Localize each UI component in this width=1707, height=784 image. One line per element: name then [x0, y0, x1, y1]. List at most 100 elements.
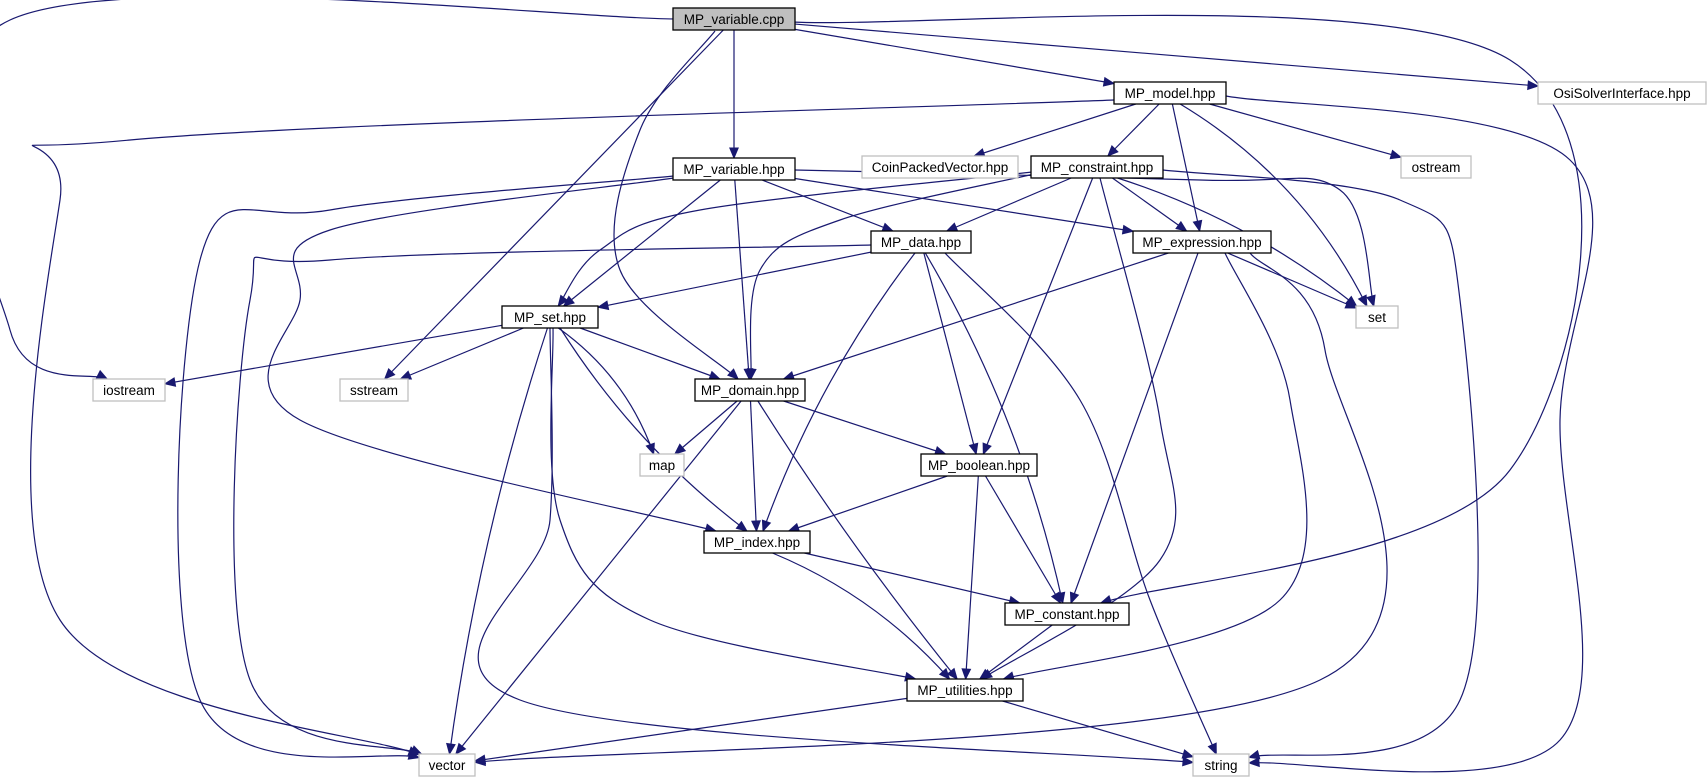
node-string: string: [1192, 753, 1250, 777]
dependency-arrowheads: [95, 76, 1540, 768]
node-iostream: iostream: [92, 378, 166, 402]
arrowhead-mp_constraint_hpp-to-mp_data_hpp: [945, 222, 959, 232]
node-mp-index-hpp[interactable]: MP_index.hpp: [703, 530, 811, 554]
arrowhead-mp_data_hpp-to-string: [1207, 742, 1217, 756]
edge-mp_model_hpp-to-mp_constraint_hpp: [1107, 103, 1160, 157]
edge-mp_data_hpp-to-mp_index_hpp: [762, 252, 916, 532]
node-label: MP_set.hpp: [514, 310, 586, 325]
node-map: map: [639, 453, 685, 477]
node-label: iostream: [103, 383, 155, 398]
node-label: MP_expression.hpp: [1142, 235, 1261, 250]
arrowhead-mp_model_hpp-to-mp_expression_hpp: [1192, 219, 1203, 233]
node-set: set: [1355, 305, 1399, 329]
edge-mp_set_hpp-to-vector: [448, 327, 549, 755]
arrowhead-mp_utilities_hpp-to-vector: [473, 754, 487, 765]
node-box: [1537, 81, 1707, 105]
node-label: sstream: [350, 383, 398, 398]
edge-mp_utilities_hpp-to-vector: [474, 697, 908, 762]
node-mp-set-hpp[interactable]: MP_set.hpp: [501, 305, 599, 329]
arrowhead-mp_model_hpp-to-string: [1247, 757, 1260, 768]
node-mp-constant-hpp[interactable]: MP_constant.hpp: [1004, 602, 1130, 626]
node-label: MP_index.hpp: [714, 535, 800, 550]
node-mp-data-hpp[interactable]: MP_data.hpp: [870, 230, 972, 254]
arrowhead-mp_domain_hpp-to-mp_utilities_hpp: [946, 667, 958, 681]
node-label: MP_data.hpp: [881, 235, 961, 250]
node-box: [501, 305, 599, 329]
edge-mp_expression_hpp-to-mp_constant_hpp: [1070, 252, 1199, 604]
edge-mp_boolean_hpp-to-mp_utilities_hpp: [965, 475, 979, 680]
arrowhead-mp_model_hpp-to-set: [1357, 294, 1368, 308]
arrowhead-mp_boolean_hpp-to-mp_constant_hpp: [1050, 591, 1062, 605]
edge-mp_constraint_hpp-to-mp_boolean_hpp: [982, 177, 1094, 455]
arrowhead-mp_set_hpp-to-iostream: [163, 377, 177, 387]
node-mp-constraint-hpp[interactable]: MP_constraint.hpp: [1030, 155, 1164, 179]
node-mp-domain-hpp[interactable]: MP_domain.hpp: [694, 378, 806, 402]
node-label: vector: [429, 758, 466, 773]
edge-mp_model_hpp-to-string: [1225, 95, 1594, 773]
arrowhead-mp_constraint_hpp-to-mp_set_hpp: [557, 294, 569, 308]
node-box: [1400, 155, 1472, 179]
node-label: MP_model.hpp: [1125, 86, 1216, 101]
node-mp-variable-cpp[interactable]: MP_variable.cpp: [672, 7, 796, 31]
node-mp-variable-hpp[interactable]: MP_variable.hpp: [672, 157, 796, 181]
edge-mp_data_hpp-to-vector: [233, 244, 872, 755]
node-mp-boolean-hpp[interactable]: MP_boolean.hpp: [920, 453, 1038, 477]
node-mp-utilities-hpp[interactable]: MP_utilities.hpp: [906, 678, 1024, 702]
edge-mp_constraint_hpp-to-mp_data_hpp: [946, 177, 1072, 232]
node-label: CoinPackedVector.hpp: [872, 160, 1009, 175]
edge-mp_constraint_hpp-to-mp_domain_hpp: [749, 173, 1035, 380]
node-mp-model-hpp[interactable]: MP_model.hpp: [1113, 81, 1227, 105]
arrowhead-mp_constraint_hpp-to-string: [1247, 749, 1261, 760]
node-box: [920, 453, 1038, 477]
edge-mp_set_hpp-to-sstream: [400, 327, 524, 380]
node-box: [1113, 81, 1227, 105]
edge-mp_model_hpp-to-mp_expression_hpp: [1171, 103, 1201, 232]
edge-mp_expression_hpp-to-set: [1227, 252, 1357, 309]
edge-mp_domain_hpp-to-map: [674, 400, 738, 455]
edge-mp_constraint_hpp-to-string: [1162, 169, 1479, 758]
edge-mp_set_hpp-to-map: [557, 327, 655, 455]
node-label: MP_utilities.hpp: [917, 683, 1012, 698]
arrowhead-mp_set_hpp-to-map: [645, 442, 655, 456]
arrowhead-mp_expression_hpp-to-mp_constant_hpp: [1069, 591, 1080, 605]
arrowhead-mp_model_hpp-to-mp_constraint_hpp: [1106, 145, 1119, 157]
node-label: set: [1368, 310, 1386, 325]
arrowhead-mp_variable_hpp-to-set: [1366, 294, 1376, 308]
edge-mp_constraint_hpp-to-mp_set_hpp: [557, 171, 1033, 307]
node-osisolverinterface-hpp: OsiSolverInterface.hpp: [1537, 81, 1707, 105]
edge-mp_model_hpp-to-vector: [30, 99, 1115, 756]
arrowhead-mp_expression_hpp-to-set: [1344, 299, 1358, 309]
node-box: [418, 753, 476, 777]
edge-mp_variable_hpp-to-mp_index_hpp: [267, 177, 716, 532]
node-label: MP_constant.hpp: [1014, 607, 1119, 622]
node-box: [1192, 753, 1250, 777]
edge-mp_set_hpp-to-mp_domain_hpp: [579, 327, 721, 380]
edge-mp_data_hpp-to-mp_boolean_hpp: [923, 252, 977, 455]
node-box: [694, 378, 806, 402]
edge-mp_variable_hpp-to-vector: [177, 175, 675, 759]
node-label: string: [1204, 758, 1237, 773]
edge-mp_variable_hpp-to-mp_data_hpp: [761, 179, 894, 232]
arrowhead-mp_constraint_hpp-to-mp_domain_hpp: [746, 368, 757, 381]
node-mp-expression-hpp[interactable]: MP_expression.hpp: [1132, 230, 1272, 254]
edge-mp_variable_hpp-to-mp_set_hpp: [563, 179, 721, 307]
node-box: [672, 7, 796, 31]
edge-mp_expression_hpp-to-mp_domain_hpp: [783, 252, 1169, 380]
edge-mp_utilities_hpp-to-string: [1002, 700, 1194, 758]
edge-mp_set_hpp-to-iostream: [164, 324, 503, 385]
arrowhead-mp_set_hpp-to-mp_index_hpp: [735, 520, 748, 532]
edge-mp_set_hpp-to-string: [477, 327, 1194, 764]
dependency-edges: [0, 0, 1594, 773]
arrowhead-mp_variable_cpp-to-osisolverinterface_hpp: [1527, 80, 1540, 91]
arrowhead-mp_utilities_hpp-to-string: [1181, 749, 1195, 759]
edge-mp_domain_hpp-to-mp_boolean_hpp: [783, 400, 946, 455]
node-box: [92, 378, 166, 402]
edge-mp_domain_hpp-to-mp_utilities_hpp: [757, 400, 958, 680]
node-label: MP_variable.hpp: [683, 162, 784, 177]
arrowhead-mp_data_hpp-to-vector: [409, 745, 423, 755]
arrowhead-mp_variable_cpp-to-mp_variable_hpp: [729, 147, 739, 160]
arrowhead-mp_set_hpp-to-mp_domain_hpp: [708, 370, 722, 381]
edge-mp_variable_hpp-to-mp_expression_hpp: [794, 177, 1134, 232]
